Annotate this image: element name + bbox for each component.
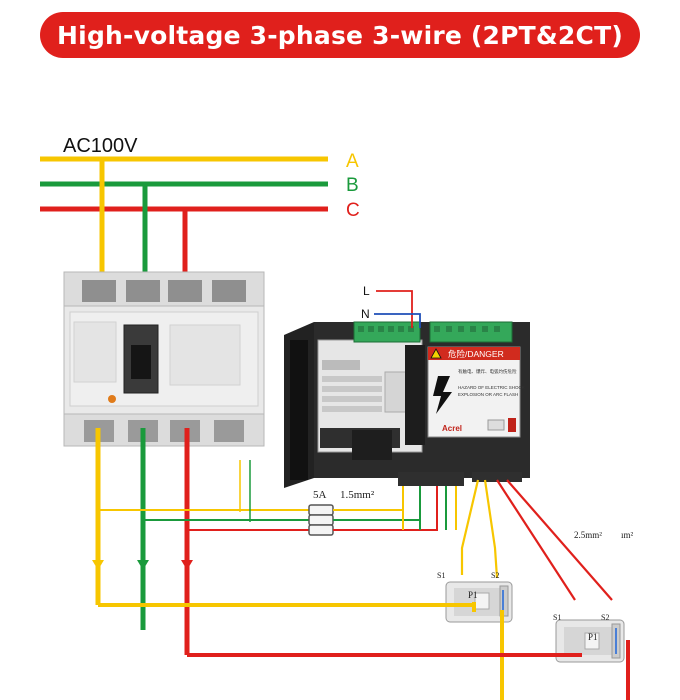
- live-label: L: [363, 284, 370, 298]
- circuit-breaker: [63, 271, 265, 447]
- neutral-label: N: [361, 307, 370, 321]
- diagram-title: High-voltage 3-phase 3-wire (2PT&2CT): [57, 20, 623, 50]
- fuses: [308, 504, 334, 536]
- voltage-wire-size-label: 1.5mm²: [340, 489, 375, 501]
- fuse-b: [308, 514, 334, 526]
- current-transformer-2: [555, 619, 625, 663]
- supply-voltage-label: AC100V: [63, 135, 138, 157]
- ct1-s1-label: S1: [437, 571, 445, 580]
- fuse-a: [308, 504, 334, 516]
- ct1-s2-label: S2: [491, 571, 499, 580]
- voltage-input-wires: [333, 485, 457, 531]
- phase-c-label: C: [346, 200, 360, 221]
- current-input-wires: [460, 479, 613, 601]
- ct2-p1-label: P1: [588, 632, 598, 642]
- fuse-c: [308, 524, 334, 536]
- ct1-p1-label: P1: [468, 590, 478, 600]
- warning-triangle-icon: [430, 348, 442, 359]
- fuse-rating-label: 5A: [313, 489, 327, 501]
- supply-buses: [40, 156, 328, 212]
- title-banner: High-voltage 3-phase 3-wire (2PT&2CT): [40, 12, 640, 58]
- current-transformer-1: [445, 581, 513, 623]
- danger-header: 危险/DANGER: [448, 349, 504, 359]
- meter-brand: Acrel: [442, 424, 462, 433]
- danger-text-en-2: EXPLOSION OR ARC FLASH: [458, 392, 518, 397]
- ct2-s1-label: S1: [553, 613, 561, 622]
- neutral-wire: [374, 313, 421, 328]
- phase-a-label: A: [346, 151, 359, 172]
- danger-text-cn: 有触电、爆炸、电弧灼伤危险: [458, 368, 517, 375]
- ct2-s2-label: S2: [601, 613, 609, 622]
- current-wire-size-label: 2.5mm²: [574, 530, 602, 540]
- primary-conductors: [98, 602, 630, 700]
- breaker-outputs: [92, 428, 315, 655]
- danger-text-en-1: HAZARD OF ELECTRIC SHOCK: [458, 385, 525, 390]
- current-wire-size-cut-label: ım²: [621, 530, 634, 540]
- lightning-icon: [433, 376, 452, 414]
- live-wire: [376, 290, 413, 328]
- phase-b-label: B: [346, 175, 359, 196]
- power-meter: 危险/DANGER 有触电、爆炸、电弧灼伤危险 HAZARD OF ELECTR…: [284, 321, 530, 488]
